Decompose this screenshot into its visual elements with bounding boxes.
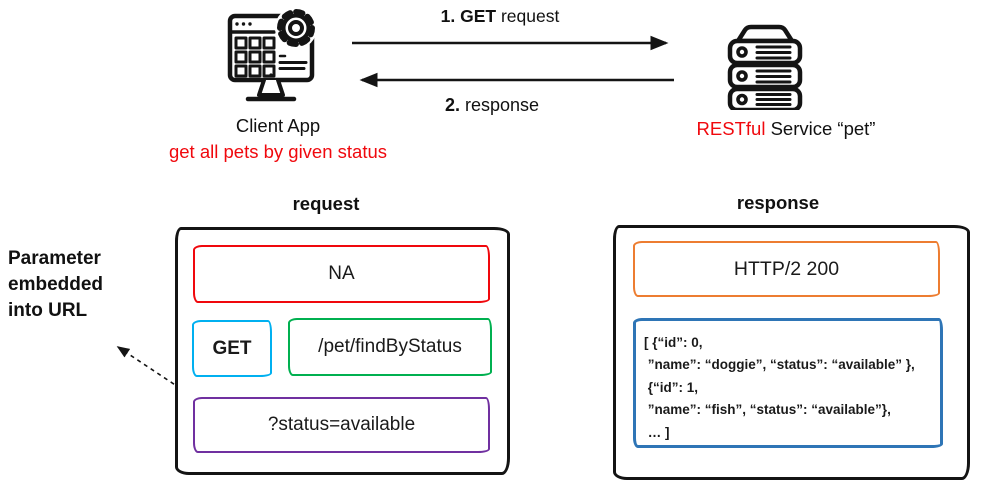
request-panel-title: request (292, 193, 360, 214)
response-arrow-label: 2. response (445, 95, 539, 116)
response-body-line: ”name”: “fish”, “status”: “available”}, (644, 402, 891, 418)
client-app-caption: get all pets by given status (168, 141, 388, 162)
client-app-label: Client App (235, 115, 321, 136)
response-body-line: [ {“id”: 0, (644, 335, 703, 350)
server-icon (727, 24, 803, 110)
response-arrow-label-rest: response (459, 95, 540, 115)
parameter-annotation: Parameter embedded into URL (8, 248, 104, 321)
get-request-arrow-label-rest: request (496, 6, 560, 26)
response-body-line: … ] (644, 424, 670, 440)
request-headers-box: NA (193, 245, 490, 303)
get-request-arrow-label-bold: 1. GET (440, 6, 497, 26)
client-app-icon (227, 7, 317, 102)
request-query-value: ?status=available (267, 414, 416, 435)
response-panel-title: response (736, 192, 820, 213)
request-path-box: /pet/findByStatus (288, 318, 492, 376)
request-path-value: /pet/findByStatus (318, 336, 462, 357)
response-arrow-label-bold: 2. (444, 95, 460, 115)
request-headers-value: NA (328, 263, 355, 284)
get-request-arrow-label: 1. GET request (441, 6, 560, 27)
response-status-box: HTTP/2 200 (633, 241, 940, 297)
request-method-value: GET (212, 337, 252, 359)
service-label-rest: Service “pet” (765, 118, 876, 139)
request-query-box: ?status=available (193, 397, 490, 453)
request-method-box: GET (192, 320, 272, 377)
response-body-line: ”name”: “doggie”, “status”: “available” … (644, 357, 915, 373)
response-body-line: {“id”: 1, (644, 379, 699, 395)
response-body-box: [ {“id”: 0, ”name”: “doggie”, “status”: … (633, 318, 943, 448)
response-status-value: HTTP/2 200 (733, 257, 840, 280)
service-label-brand: RESTful (696, 118, 766, 139)
service-label: RESTful Service “pet” (697, 118, 876, 140)
